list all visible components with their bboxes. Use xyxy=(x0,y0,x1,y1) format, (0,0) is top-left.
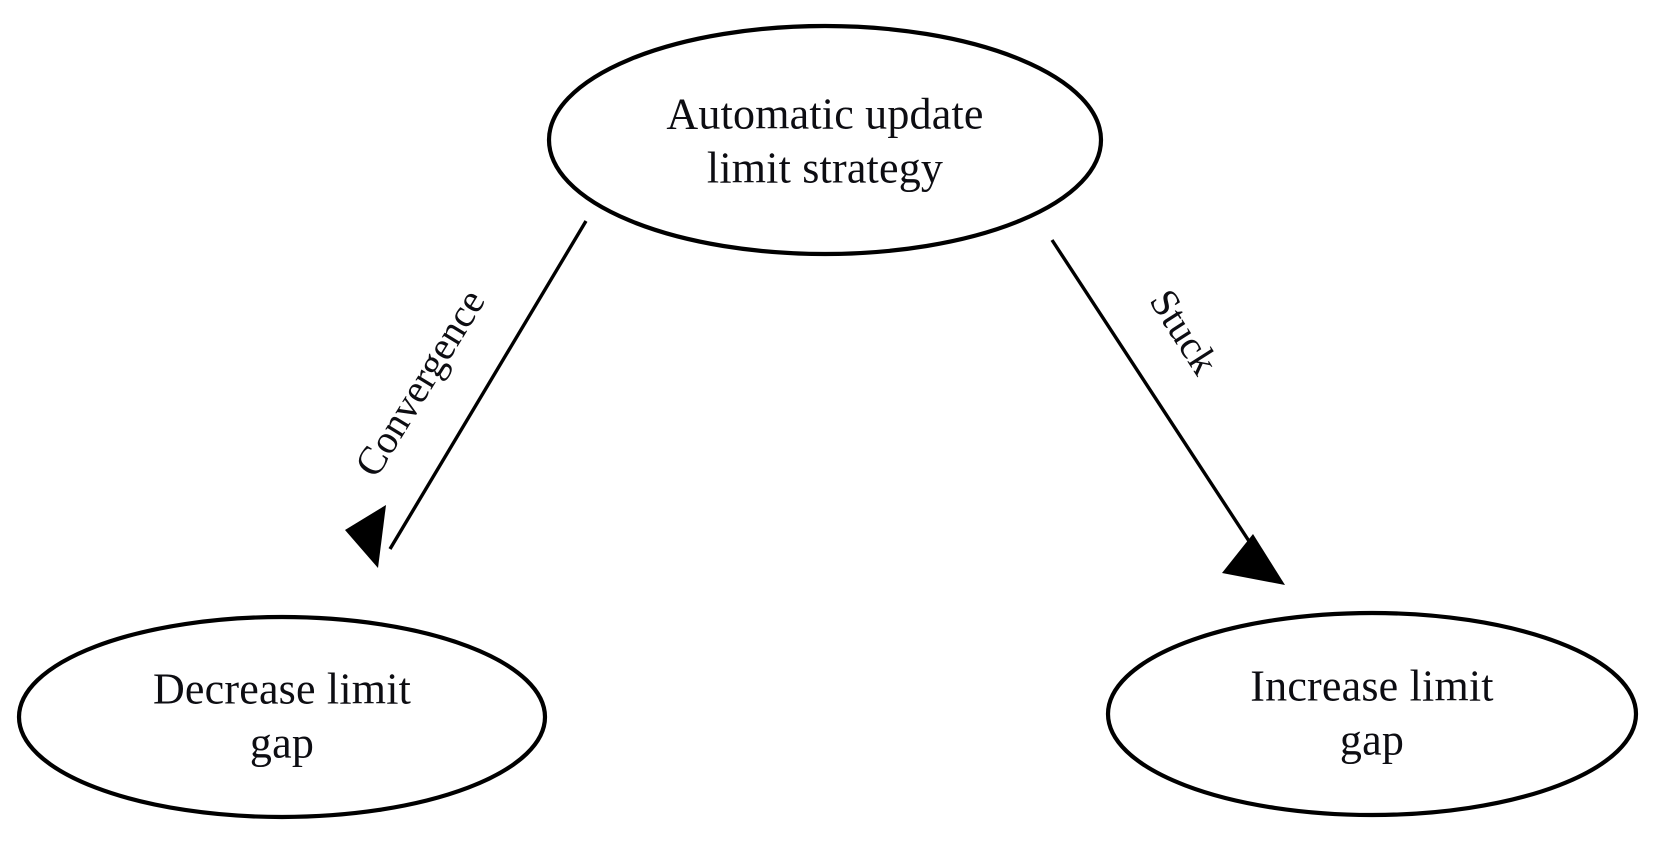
edge-root-to-decrease[interactable] xyxy=(345,220,588,568)
arrowhead-icon-convergence xyxy=(345,505,386,568)
edge-line-convergence xyxy=(388,220,588,550)
node-ellipse-decrease[interactable] xyxy=(16,614,548,820)
node-ellipse-root[interactable] xyxy=(546,23,1104,257)
edge-root-to-increase[interactable] xyxy=(1050,239,1285,585)
edge-line-stuck xyxy=(1050,239,1264,562)
node-ellipse-increase[interactable] xyxy=(1105,610,1639,818)
arrowhead-icon-stuck xyxy=(1222,534,1285,585)
